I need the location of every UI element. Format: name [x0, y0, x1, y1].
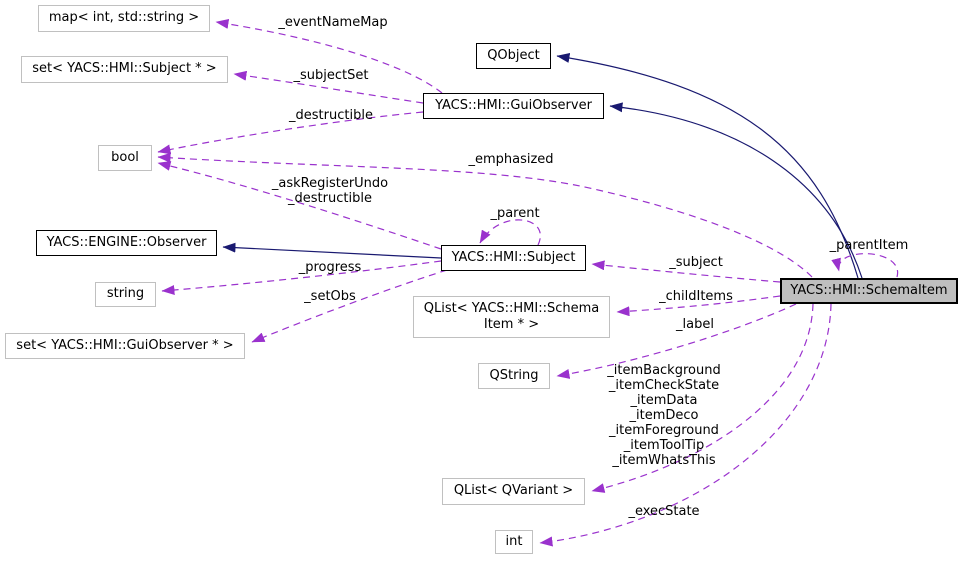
edge-usage-progress — [161, 260, 442, 295]
edge-label-emphasized: _emphasized — [468, 152, 554, 167]
edge-label-askregisterundo: _askRegisterUndo _destructible — [271, 176, 389, 206]
edge-label-subjectset: _subjectSet — [293, 68, 369, 83]
node-set-guiobserver: set< YACS::HMI::GuiObserver * > — [5, 333, 245, 359]
edge-usage-itemproperties — [591, 303, 814, 493]
edge-label-childitems: _childItems — [659, 289, 733, 304]
edge-label-subject: _subject — [669, 255, 723, 270]
node-qstring: QString — [478, 363, 550, 389]
node-bool: bool — [98, 145, 152, 171]
node-qobject[interactable]: QObject — [476, 43, 551, 69]
edge-usage-destructible — [157, 111, 424, 155]
edge-inherit-schemaitem-guiobserver — [609, 102, 863, 279]
edge-inherit-schemaitem-qobject — [556, 53, 859, 279]
node-set-subject: set< YACS::HMI::Subject * > — [21, 56, 228, 83]
node-int: int — [495, 530, 533, 554]
node-qlist-qvariant: QList< QVariant > — [442, 478, 585, 505]
node-map-int-string: map< int, std::string > — [38, 5, 210, 32]
edge-label-parentitem: _parentItem — [829, 238, 909, 253]
edge-label-setobs: _setObs — [304, 289, 356, 304]
edge-usage-eventnamemap — [215, 18, 443, 94]
edge-label-parent: _parent — [490, 206, 540, 221]
edge-label-progress: _progress — [298, 260, 362, 275]
edge-label-eventnamemap: _eventNameMap — [278, 15, 388, 30]
edge-usage-label — [556, 303, 797, 379]
node-schemaitem-current: YACS::HMI::SchemaItem — [780, 278, 958, 304]
node-string: string — [95, 282, 156, 307]
node-qlist-schemaitem: QList< YACS::HMI::Schema Item * > — [413, 296, 610, 338]
edge-usage-setobs — [251, 269, 448, 343]
edge-label-destructible: _destructible — [289, 108, 373, 123]
edge-label-execstate: _execState — [628, 504, 700, 519]
edge-inherit-subject-observer — [222, 242, 442, 259]
edge-usage-subjectset — [233, 70, 424, 104]
edge-usage-parentitem-selfloop — [831, 253, 899, 278]
edge-label-label: _label — [676, 317, 714, 332]
edge-usage-askregisterundo — [157, 161, 442, 250]
node-engine-observer[interactable]: YACS::ENGINE::Observer — [36, 230, 217, 256]
edge-usage-childitems — [616, 295, 781, 317]
node-guiobserver[interactable]: YACS::HMI::GuiObserver — [423, 93, 604, 119]
node-subject[interactable]: YACS::HMI::Subject — [441, 245, 586, 271]
edge-usage-execstate — [539, 303, 832, 547]
edge-label-itemproperties: _itemBackground _itemCheckState _itemDat… — [607, 363, 721, 468]
edge-usage-parent-selfloop — [479, 219, 541, 246]
